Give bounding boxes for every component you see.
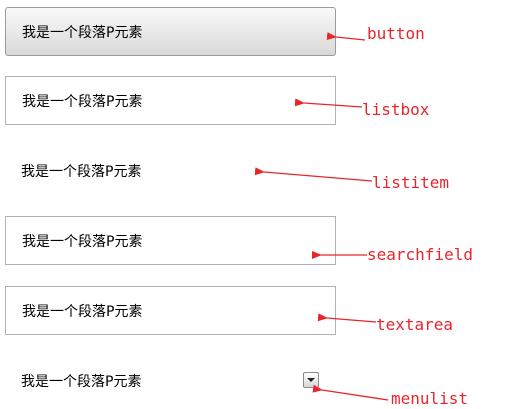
label-searchfield: searchfield — [367, 245, 473, 264]
paragraph-text: 我是一个段落P元素 — [22, 24, 143, 41]
searchfield-appearance-paragraph[interactable]: 我是一个段落P元素 — [5, 216, 336, 265]
textarea-appearance-paragraph[interactable]: 我是一个段落P元素 — [5, 286, 336, 335]
paragraph-text: 我是一个段落P元素 — [21, 373, 142, 390]
arrow-listitem — [254, 167, 373, 182]
label-textarea: textarea — [376, 315, 454, 334]
label-listbox: listbox — [362, 100, 430, 119]
arrow-menulist — [312, 384, 389, 401]
arrow-listbox — [294, 98, 363, 108]
arrow-textarea — [317, 313, 377, 323]
label-listitem: listitem — [372, 173, 450, 192]
arrow-button — [326, 32, 366, 41]
label-menulist: menulist — [391, 389, 469, 408]
paragraph-text: 我是一个段落P元素 — [22, 93, 143, 110]
label-button: button — [367, 24, 425, 43]
chevron-down-icon[interactable] — [303, 372, 319, 388]
paragraph-text: 我是一个段落P元素 — [22, 233, 143, 250]
paragraph-text: 我是一个段落P元素 — [21, 163, 142, 180]
paragraph-text: 我是一个段落P元素 — [22, 303, 143, 320]
menulist-appearance-paragraph[interactable]: 我是一个段落P元素 — [5, 356, 336, 405]
listbox-appearance-paragraph[interactable]: 我是一个段落P元素 — [5, 76, 336, 125]
button-appearance-paragraph[interactable]: 我是一个段落P元素 — [5, 7, 336, 56]
listitem-appearance-paragraph[interactable]: 我是一个段落P元素 — [5, 146, 336, 195]
